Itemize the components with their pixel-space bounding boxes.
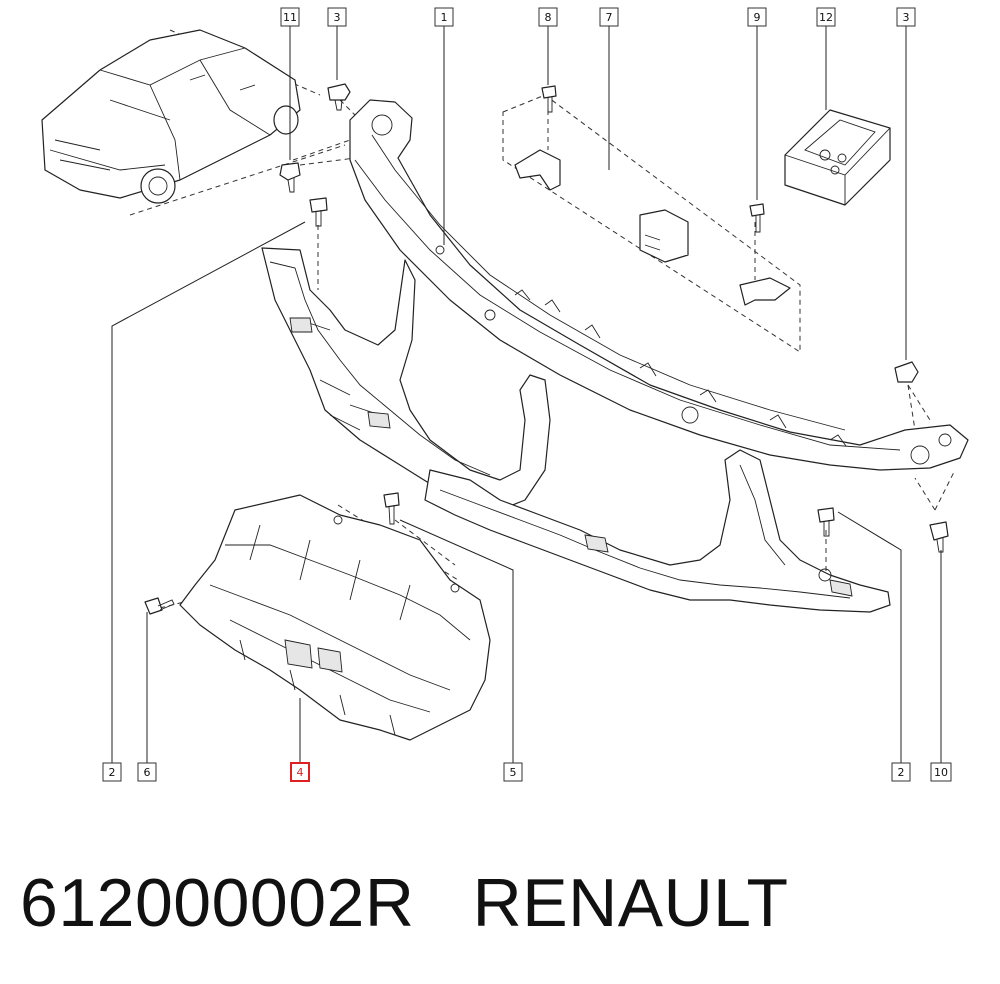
callout-9: 9 bbox=[747, 7, 767, 27]
clip-icon bbox=[327, 83, 351, 111]
svg-text:4: 4 bbox=[297, 766, 304, 779]
callout-12: 12 bbox=[816, 7, 836, 27]
svg-text:3: 3 bbox=[334, 11, 341, 24]
callout-4-highlighted: 4 bbox=[290, 762, 310, 782]
svg-text:7: 7 bbox=[606, 11, 613, 24]
callout-10: 10 bbox=[930, 762, 952, 782]
svg-text:12: 12 bbox=[819, 11, 833, 24]
bolt-icon bbox=[309, 197, 328, 227]
svg-text:2: 2 bbox=[898, 766, 905, 779]
part-caption: 612000002R RENAULT bbox=[20, 865, 789, 941]
bracket-set bbox=[514, 149, 791, 306]
leader-lines bbox=[111, 26, 942, 763]
bolt-icon bbox=[817, 507, 835, 537]
callout-11: 11 bbox=[280, 7, 300, 27]
clip-box bbox=[784, 109, 891, 206]
vehicle-locator-illustration bbox=[41, 29, 301, 204]
svg-text:5: 5 bbox=[510, 766, 517, 779]
air-deflector bbox=[179, 494, 491, 741]
callout-6: 6 bbox=[137, 762, 157, 782]
bolt-icon bbox=[541, 85, 557, 113]
callout-7: 7 bbox=[599, 7, 619, 27]
screw-icon bbox=[279, 162, 301, 193]
callout-3-right: 3 bbox=[896, 7, 916, 27]
callout-8: 8 bbox=[538, 7, 558, 27]
callout-2-right: 2 bbox=[891, 762, 911, 782]
screw-icon bbox=[929, 521, 949, 553]
bolt-icon bbox=[383, 492, 400, 525]
fasteners bbox=[144, 83, 949, 615]
svg-text:2: 2 bbox=[109, 766, 116, 779]
svg-text:10: 10 bbox=[934, 766, 948, 779]
bolt-icon bbox=[144, 597, 175, 615]
callout-2: 2 bbox=[102, 762, 122, 782]
svg-text:6: 6 bbox=[144, 766, 151, 779]
svg-text:8: 8 bbox=[545, 11, 552, 24]
callout-1: 1 bbox=[434, 7, 454, 27]
callout-5: 5 bbox=[503, 762, 523, 782]
svg-text:9: 9 bbox=[754, 11, 761, 24]
front-end-carrier bbox=[261, 99, 969, 613]
callout-labels: 11 3 1 8 7 9 12 3 bbox=[102, 7, 952, 782]
callout-3: 3 bbox=[327, 7, 347, 27]
svg-text:3: 3 bbox=[903, 11, 910, 24]
svg-text:11: 11 bbox=[283, 11, 297, 24]
clip-icon bbox=[894, 361, 919, 383]
bolt-icon bbox=[749, 203, 765, 233]
svg-text:1: 1 bbox=[441, 11, 448, 24]
